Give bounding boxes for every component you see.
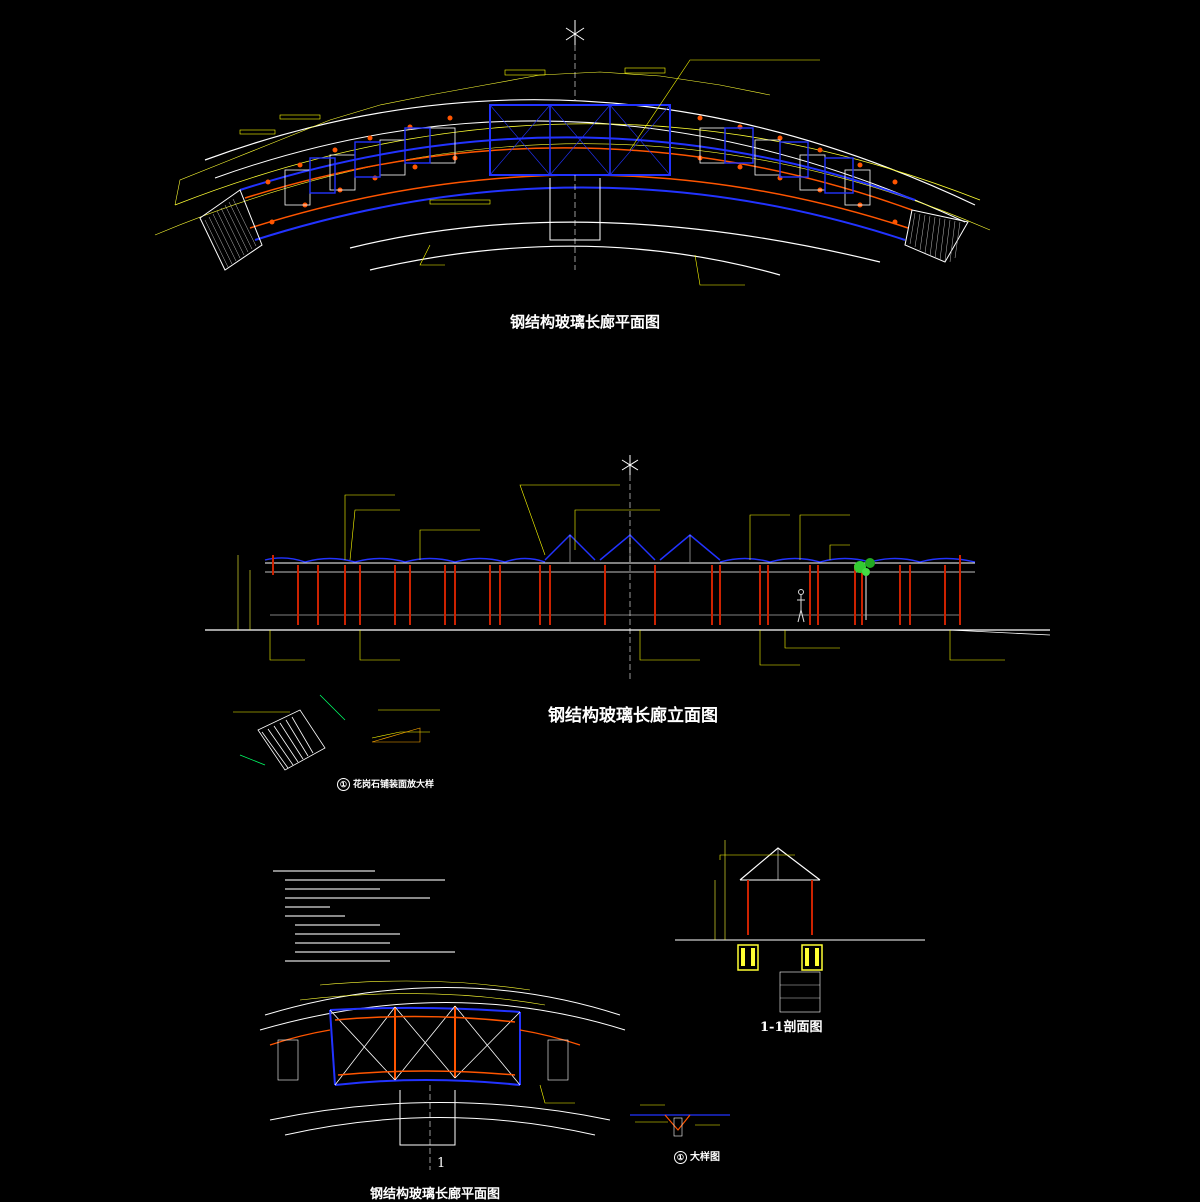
elevation-leader-lines: [269, 484, 1005, 666]
section-1-1: [675, 840, 925, 1013]
detail-2: [630, 1104, 730, 1137]
person-figure-icon: [797, 589, 805, 623]
elevation-view: [205, 475, 1051, 680]
tree-icon: [854, 558, 875, 620]
plan-view: [154, 71, 991, 276]
detail-title-1-text: 花岗石铺装面放大样: [353, 780, 435, 790]
plan-wing-glass: [309, 127, 854, 194]
plan-columns: [265, 115, 898, 225]
plan-title: 钢结构玻璃长廊平面图: [510, 313, 661, 331]
plan-stair-hatch-right: [909, 212, 961, 263]
north-arrow-icon: [621, 455, 639, 475]
elevation-columns: [272, 555, 961, 625]
partial-plan-title: 钢结构玻璃长廊平面图: [370, 1187, 501, 1202]
detail-stair-paving: [233, 694, 440, 771]
detail-marker-1: ①: [337, 778, 350, 791]
north-arrow-icon: [565, 20, 585, 100]
section-cut-label: 1: [437, 1156, 446, 1171]
section-footing-fill: [741, 948, 819, 966]
detail-marker-2: ①: [674, 1151, 687, 1164]
plan-stair-hatch-left: [204, 198, 257, 268]
section-title: 1-1剖面图: [760, 1020, 823, 1035]
partial-plan-view: [259, 980, 626, 1170]
plan-leader-lines: [239, 59, 820, 286]
elevation-title: 钢结构玻璃长廊立面图: [548, 706, 718, 726]
detail-title-2-text: 大样图: [690, 1152, 720, 1163]
design-notes-block: [273, 870, 455, 962]
